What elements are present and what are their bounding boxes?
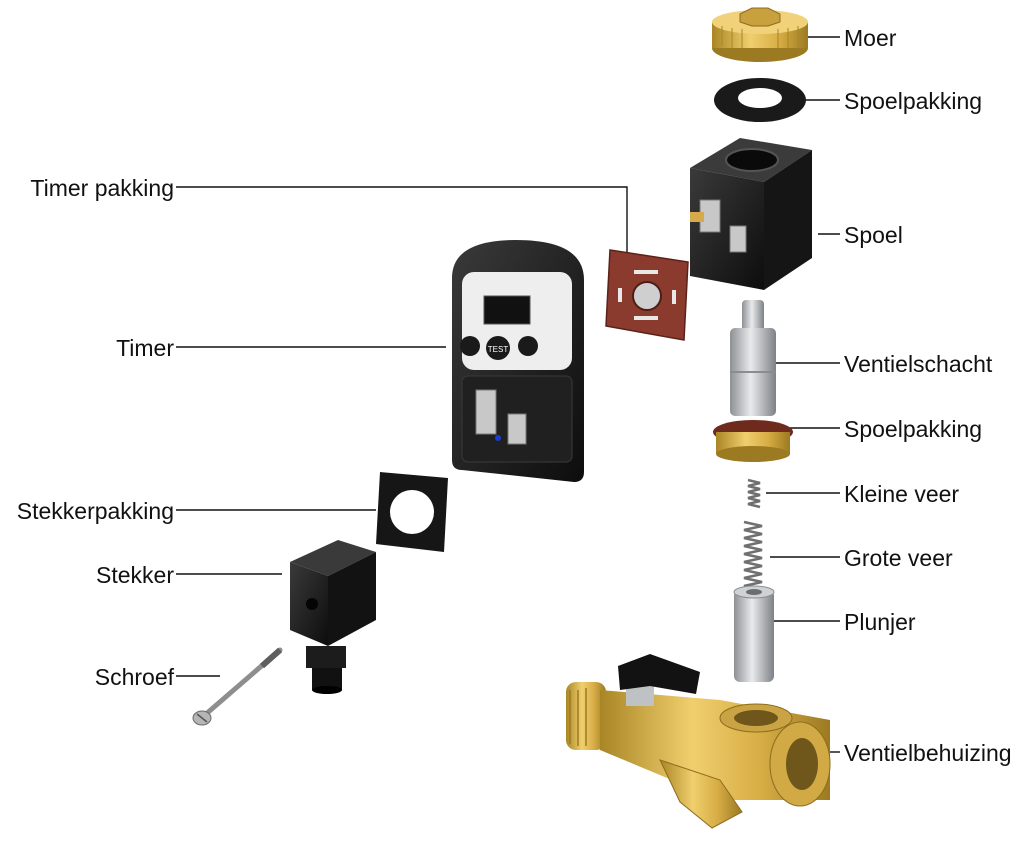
spoelpakking-top-part: [714, 78, 806, 122]
label-plunjer: Plunjer: [844, 609, 916, 635]
timer-part: TEST: [452, 240, 584, 482]
stekkerpakking-part: [376, 472, 448, 552]
grote-veer-part: [743, 520, 763, 592]
moer-part: [712, 7, 808, 62]
timer-pakking-part: [605, 249, 689, 341]
label-timer: Timer: [116, 335, 174, 361]
spoel-part: [690, 138, 812, 290]
spoelpakking-mid-part: [713, 420, 793, 462]
plunjer-part: [733, 585, 775, 682]
leader-timer-pakking: [176, 186, 628, 255]
label-grote-veer: Grote veer: [844, 545, 953, 571]
schroef-part: [192, 647, 283, 726]
label-ventielschacht: Ventielschacht: [844, 351, 993, 377]
stekker-part: [290, 540, 376, 694]
label-spoel: Spoel: [844, 222, 903, 248]
kleine-veer-part: [747, 478, 761, 509]
ventielbehuizing-part: [566, 654, 831, 829]
label-stekkerpakking: Stekkerpakking: [16, 498, 174, 524]
ventielschacht-part: [730, 300, 776, 416]
label-kleine-veer: Kleine veer: [844, 481, 960, 507]
label-schroef: Schroef: [94, 664, 174, 690]
label-moer: Moer: [844, 25, 897, 51]
label-ventielbehuizing: Ventielbehuizing: [844, 740, 1012, 766]
leader-lines: [176, 36, 840, 753]
label-spoelpakking-mid: Spoelpakking: [844, 416, 983, 442]
label-stekker: Stekker: [96, 562, 174, 588]
label-spoelpakking-top: Spoelpakking: [844, 88, 983, 114]
timer-test-label: TEST: [488, 345, 509, 354]
label-timer-pakking: Timer pakking: [30, 175, 174, 201]
